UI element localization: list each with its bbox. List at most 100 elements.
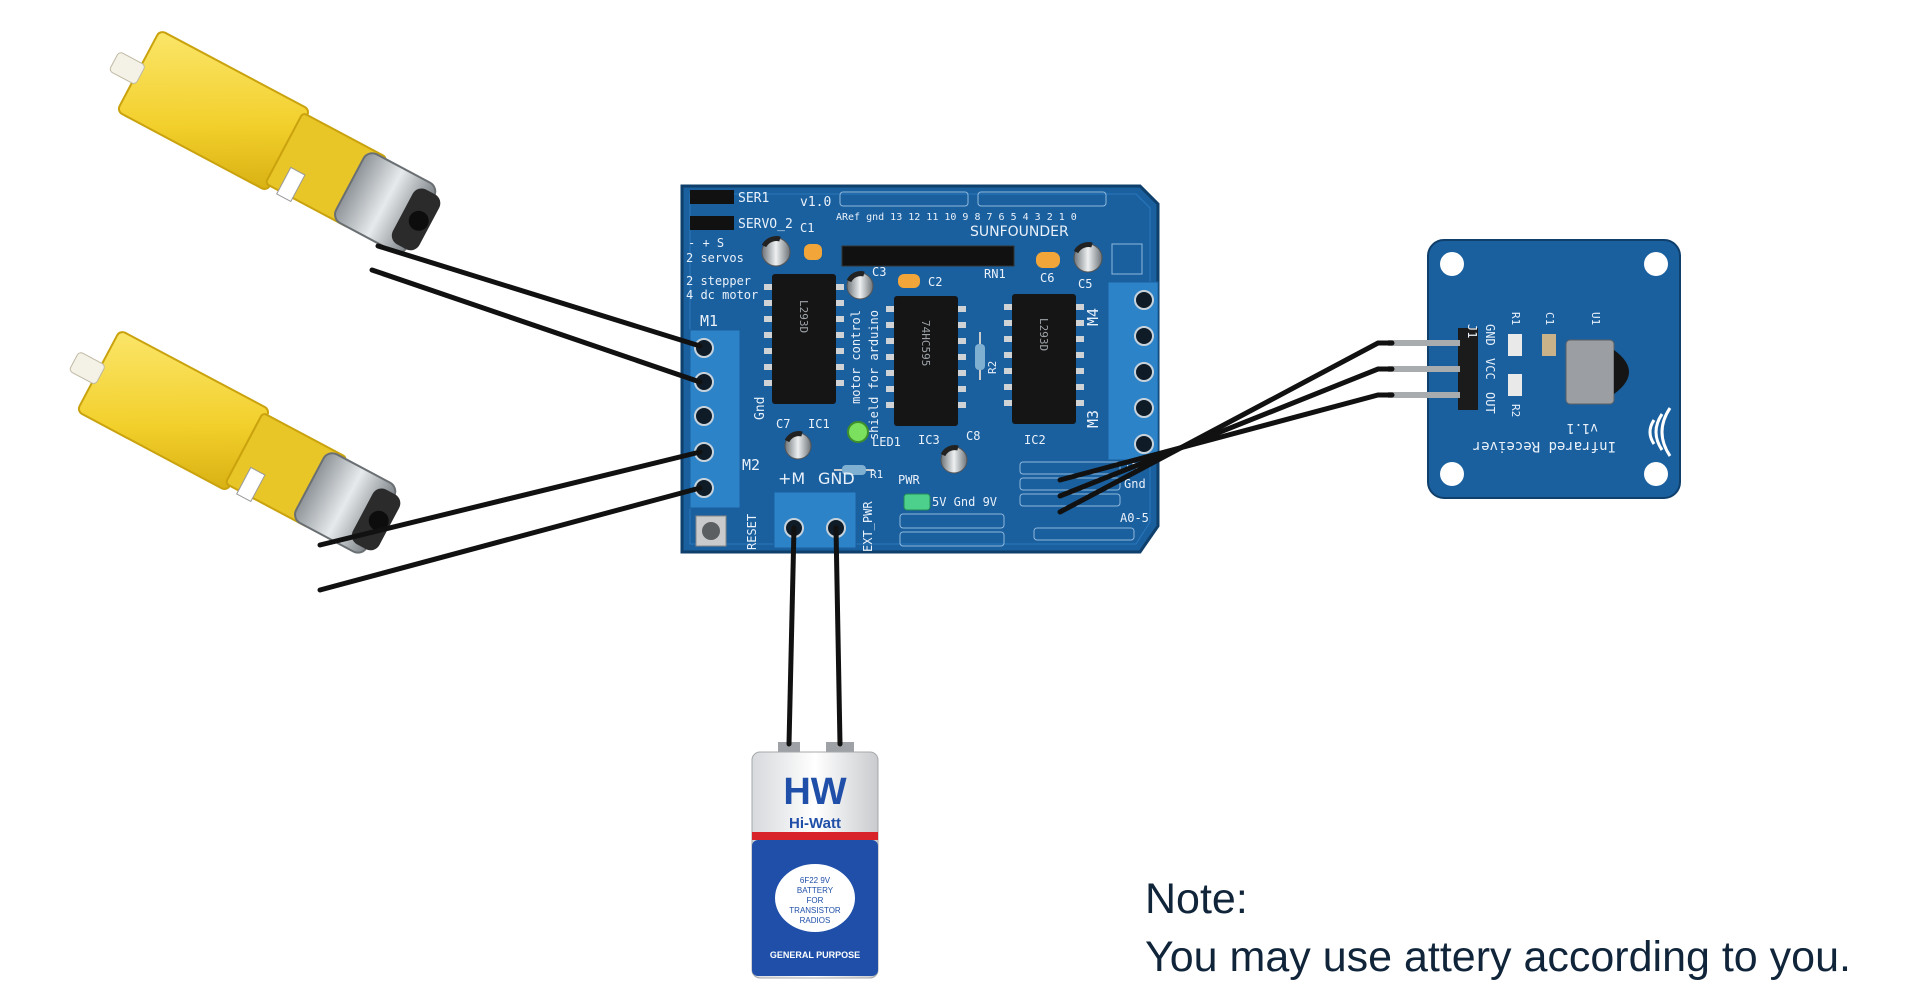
ir-r1-label: R1 (1509, 312, 1522, 325)
wire-motor1-b (369, 267, 703, 385)
terminal-block-m3-m4 (1107, 281, 1159, 461)
wires (317, 243, 1395, 747)
m3-label: M3 (1084, 410, 1102, 428)
ic-chip-middle: 74HC595 (886, 296, 966, 426)
battery-logo: HW (783, 771, 846, 813)
dc-motor-1 (109, 31, 441, 254)
dc-motor-2 (69, 331, 401, 554)
c8-label: C8 (966, 429, 980, 443)
digital-pin-labels: ARef gnd 13 12 11 10 9 8 7 6 5 4 3 2 1 0 (836, 212, 1077, 223)
battery-9v: HW Hi-Watt 6F22 9V BATTERY FOR TRANSISTO… (751, 742, 879, 979)
power-header (899, 513, 1005, 547)
ext-pwr-label: EXT_PWR (861, 501, 875, 552)
c6-label: C6 (1040, 271, 1054, 285)
battery-footer: GENERAL PURPOSE (770, 950, 860, 960)
gnd-side-label: Gnd (753, 397, 768, 420)
wire-motor2-a (317, 449, 703, 548)
ser1-label: SER1 (738, 191, 769, 206)
ic1-label: IC1 (808, 417, 830, 431)
chip-right-text: L293D (1037, 318, 1050, 351)
motor-shield: SER1 SERVO_2 - + S 2 servos 2 stepper 4 … (680, 184, 1160, 554)
jumper-pads (1111, 243, 1143, 275)
c5-label: C5 (1078, 277, 1092, 291)
rn1-label: RN1 (984, 267, 1006, 281)
ceramic-cap-2 (898, 274, 920, 288)
m4-label: M4 (1084, 308, 1102, 326)
power-pins-label: 5V Gnd 9V (932, 495, 997, 509)
feature-stepper: 2 stepper (686, 274, 751, 288)
note-title: Note: (1145, 875, 1248, 923)
wire-ir-out (1057, 392, 1395, 483)
battery-spec-5: RADIOS (800, 916, 831, 925)
ir-r2 (1508, 374, 1522, 396)
wire-battery-gnd (833, 525, 843, 747)
power-terminal-block (773, 491, 857, 549)
ir-pin-gnd: GND (1483, 324, 1497, 346)
battery-spec-3: FOR (807, 896, 824, 905)
ic2-label: IC2 (1024, 433, 1046, 447)
led1-label: LED1 (872, 435, 901, 449)
led1 (847, 421, 869, 443)
resistor-r2 (975, 332, 985, 380)
reset-label: RESET (745, 514, 759, 550)
ir-version: v1.1 (1567, 420, 1598, 435)
battery-spec-2: BATTERY (797, 886, 834, 895)
ir-r1 (1508, 334, 1522, 356)
capacitor-c5 (1073, 242, 1103, 273)
ir-header-pins (1388, 328, 1478, 410)
r1-label: R1 (870, 468, 883, 481)
capacitor-c1 (761, 236, 791, 267)
c1-label: C1 (800, 221, 814, 235)
m2-label: M2 (742, 456, 760, 474)
digital-header (839, 191, 1107, 207)
wire-motor1-a (375, 243, 703, 349)
pwr-label: PWR (898, 473, 920, 487)
ic-chip-left: L293D (764, 274, 844, 404)
resistor-r1 (834, 465, 874, 475)
pwr-jumper (903, 493, 931, 511)
pin-signs: - + S (688, 236, 724, 250)
vertical-text-shield: shield for arduino (867, 310, 881, 440)
feature-servos: 2 servos (686, 251, 744, 265)
wire-battery-plus (786, 525, 797, 747)
c2-label: C2 (928, 275, 942, 289)
feature-dc-motor: 4 dc motor (686, 288, 758, 302)
ir-receiver-module: J1 GND VCC OUT R1 C1 U1 R2 Infrared Rece… (1388, 239, 1681, 499)
ir-signal-icon (1648, 407, 1672, 457)
servo-header-1 (690, 190, 734, 230)
note-block: Note: You may use attery according to yo… (1145, 870, 1851, 986)
capacitor-c7 (784, 431, 812, 460)
rn1 (841, 245, 1015, 267)
c3-label: C3 (872, 265, 886, 279)
battery-spec-1: 6F22 9V (800, 876, 831, 885)
gnd-right-label: Gnd (1124, 477, 1146, 491)
r2-label: R2 (986, 361, 999, 374)
ir-r2-label: R2 (1509, 404, 1522, 417)
gnd-label: GND (818, 469, 855, 488)
ir-pin-vcc: VCC (1483, 358, 1497, 380)
servo2-label: SERVO_2 (738, 217, 793, 232)
ceramic-cap-3 (1036, 252, 1060, 268)
terminal-block-m1-m2 (689, 329, 741, 509)
ic-chip-right: L293D (1004, 294, 1084, 424)
c7-label: C7 (776, 417, 790, 431)
wire-motor2-b (317, 485, 703, 593)
reset-button (695, 515, 727, 547)
a05-label: A0-5 (1120, 511, 1149, 525)
ic3-label: IC3 (918, 433, 940, 447)
ir-title: Infrared Receiver (1473, 438, 1616, 454)
brand-label: SUNFOUNDER (970, 224, 1069, 240)
capacitor-c8 (940, 445, 968, 474)
ir-c1-label: C1 (1543, 312, 1556, 325)
ir-pin-out: OUT (1483, 392, 1497, 414)
version-label: v1.0 (800, 195, 831, 210)
ir-u1-label: U1 (1589, 312, 1602, 325)
m1-label: M1 (700, 312, 718, 330)
capacitor-c3 (846, 271, 874, 300)
ir-j1-label: J1 (1465, 324, 1479, 338)
battery-spec-4: TRANSISTOR (789, 906, 841, 915)
ir-c1 (1542, 334, 1556, 356)
note-body: You may use attery according to you. (1145, 933, 1851, 981)
vertical-text-motor-control: motor control (849, 310, 863, 404)
